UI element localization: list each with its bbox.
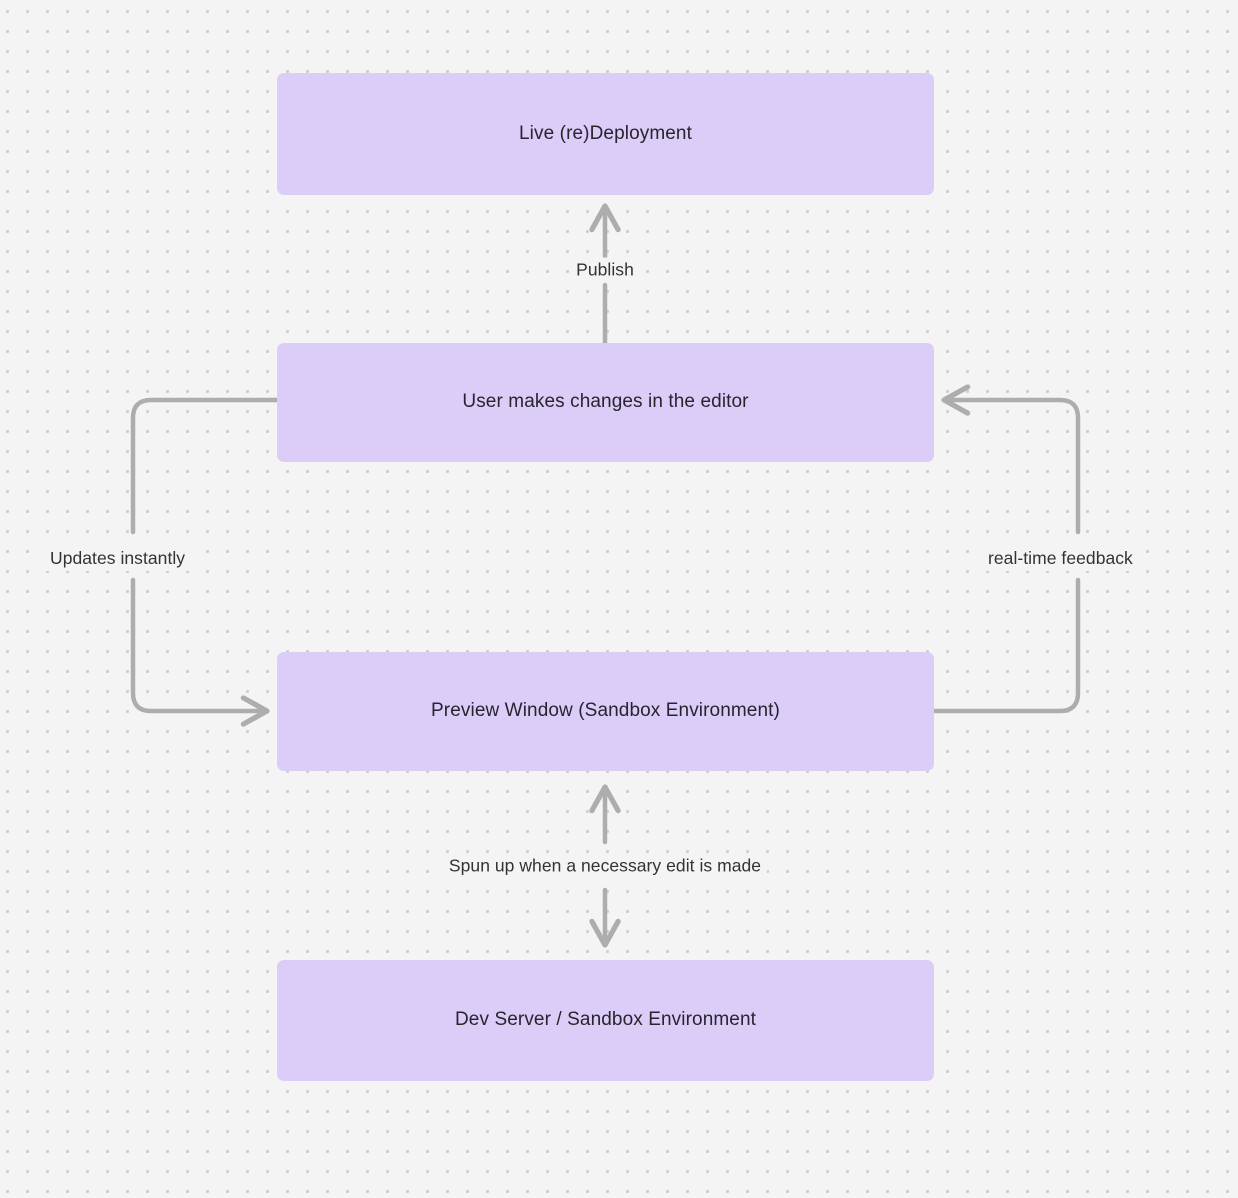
node-preview-window[interactable]: Preview Window (Sandbox Environment) — [277, 652, 934, 771]
node-label-live-deployment: Live (re)Deployment — [519, 122, 692, 144]
node-label-preview-window: Preview Window (Sandbox Environment) — [431, 700, 780, 722]
edge-label-publish: Publish — [570, 257, 640, 283]
edge-label-real-time-feedback: real-time feedback — [982, 546, 1139, 571]
node-user-edits[interactable]: User makes changes in the editor — [277, 343, 934, 462]
edge-label-updates-instantly: Updates instantly — [44, 546, 192, 571]
node-dev-server[interactable]: Dev Server / Sandbox Environment — [277, 960, 934, 1081]
node-label-user-edits: User makes changes in the editor — [462, 391, 749, 413]
node-label-dev-server: Dev Server / Sandbox Environment — [454, 1009, 756, 1031]
node-live-deployment[interactable]: Live (re)Deployment — [277, 73, 934, 195]
edge-label-spun-up: Spun up when a necessary edit is made — [442, 853, 768, 879]
